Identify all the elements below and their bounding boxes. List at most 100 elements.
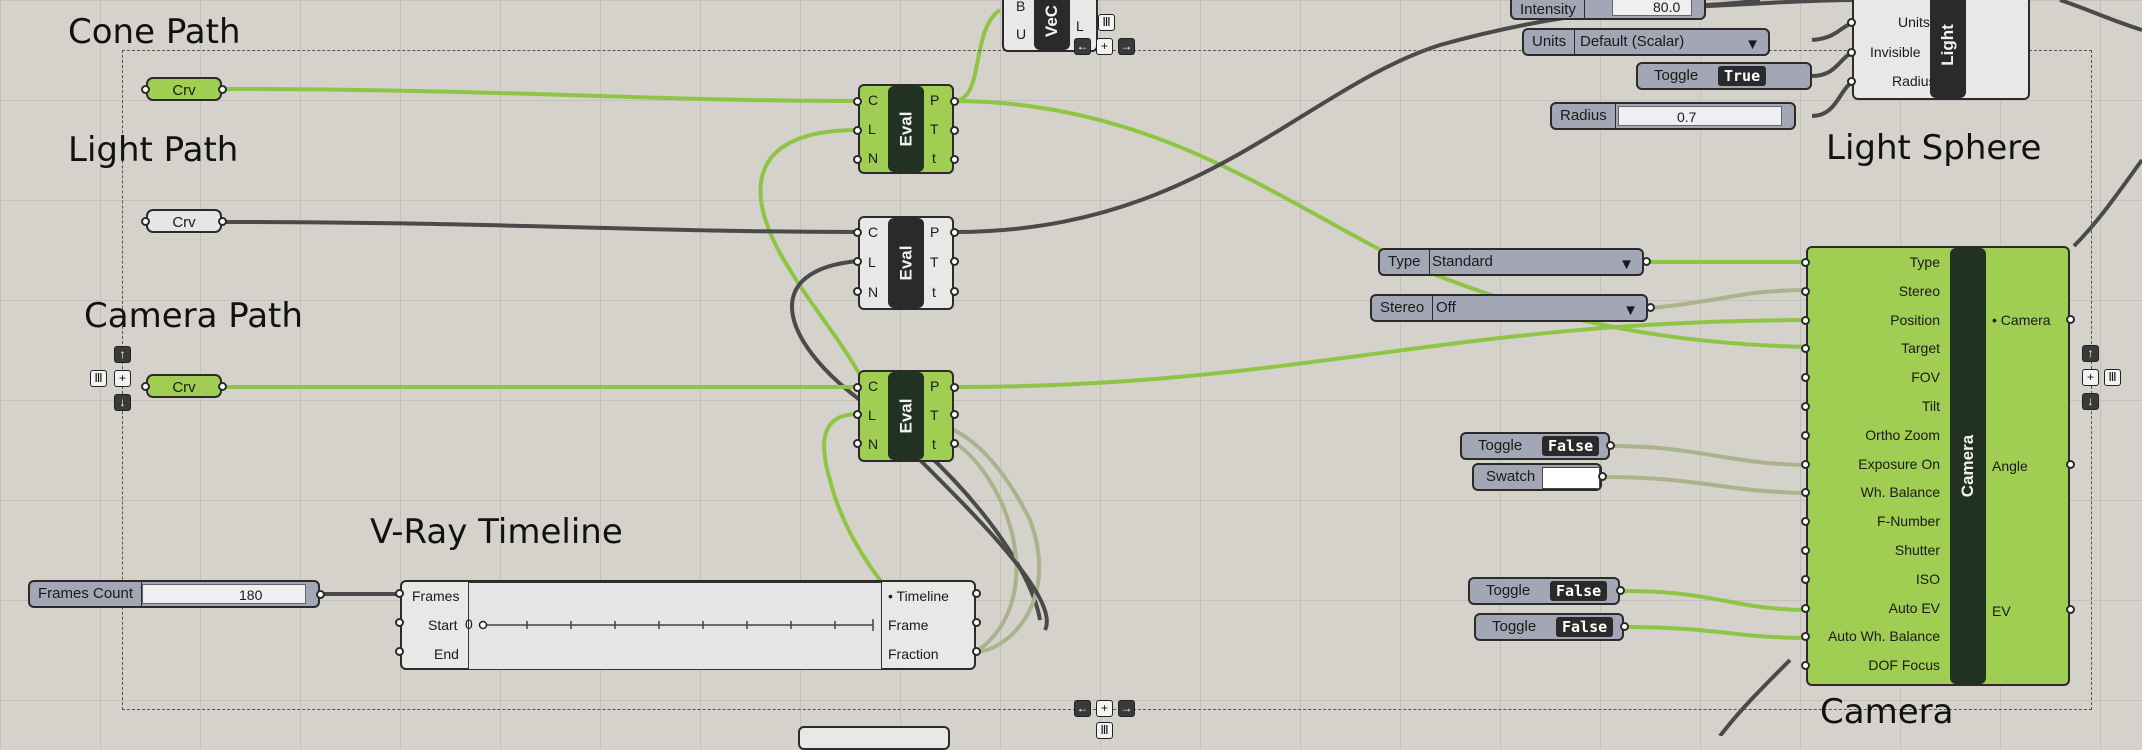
eval1-port-t[interactable] [950, 126, 959, 135]
camera-port-in-7[interactable] [1801, 459, 1810, 469]
camera-port-in-10[interactable] [1801, 546, 1810, 555]
crv-cone[interactable]: Crv [146, 77, 222, 101]
camera-port-in-3[interactable] [1801, 344, 1810, 354]
eval2-port-tp[interactable] [950, 287, 959, 296]
eval1-port-l[interactable] [853, 126, 862, 135]
eval2-port-l[interactable] [853, 257, 862, 266]
eval3-port-l[interactable] [853, 410, 862, 419]
plus-icon[interactable]: + [114, 370, 131, 387]
camera-port-in-8[interactable] [1801, 488, 1810, 498]
intensity-label: Intensity [1512, 0, 1585, 18]
camera-port-out-angle[interactable] [2066, 460, 2075, 469]
timeline-port-frames[interactable] [395, 589, 404, 598]
crv-camera[interactable]: Crv [146, 374, 222, 398]
type-dropdown[interactable]: Type Standard ▼ [1378, 248, 1644, 276]
list-icon[interactable]: Ⅲ [2104, 369, 2121, 386]
light-port-invisible[interactable] [1847, 48, 1856, 57]
eval-component-light[interactable]: C L N Eval P T t [858, 216, 954, 310]
camera-port-in-14[interactable] [1801, 661, 1810, 671]
crv-camera-port-in[interactable] [141, 382, 150, 391]
crv-cone-port-out[interactable] [218, 85, 227, 94]
eval2-port-n[interactable] [853, 287, 862, 296]
eval3-port-tp[interactable] [950, 439, 959, 448]
timeline-port-end[interactable] [395, 647, 404, 656]
timeline-track-area[interactable]: 0 [465, 582, 882, 670]
swatch-port[interactable] [1598, 472, 1607, 481]
arrow-right-icon[interactable]: → [1118, 38, 1135, 55]
camera-port-in-2[interactable] [1801, 315, 1810, 325]
toggle-label: Toggle [1492, 618, 1537, 635]
eval1-port-tp[interactable] [950, 155, 959, 164]
frames-port-out[interactable] [316, 590, 325, 599]
toggle-exposure-port[interactable] [1606, 441, 1615, 450]
plus-icon[interactable]: + [1096, 700, 1113, 717]
list-icon[interactable]: Ⅲ [90, 370, 107, 387]
arrow-down-icon[interactable]: ↓ [2082, 393, 2099, 410]
type-port-out[interactable] [1642, 257, 1651, 266]
camera-port-in-6[interactable] [1801, 430, 1810, 440]
eval3-port-c[interactable] [853, 383, 862, 392]
arrow-down-icon[interactable]: ↓ [114, 394, 131, 411]
intensity-track: 80.0 [1612, 0, 1692, 16]
camera-port-in-4[interactable] [1801, 373, 1810, 383]
camera-port-in-11[interactable] [1801, 574, 1810, 584]
eval1-port-c[interactable] [853, 97, 862, 106]
plus-icon[interactable]: + [2082, 369, 2099, 386]
plus-icon[interactable]: + [1096, 38, 1113, 55]
toggle-exposure[interactable]: Toggle False [1460, 432, 1610, 460]
toggle-true[interactable]: Toggle True [1636, 62, 1812, 90]
timeline-port-frame[interactable] [972, 618, 981, 627]
stereo-port-out[interactable] [1646, 303, 1655, 312]
title-vray-timeline: V-Ray Timeline [370, 512, 623, 552]
light-port-units[interactable] [1847, 18, 1856, 27]
camera-port-in-1[interactable] [1801, 286, 1810, 296]
camera-port-in-13[interactable] [1801, 632, 1810, 642]
arrow-left-icon[interactable]: ← [1074, 700, 1091, 717]
crv-light[interactable]: Crv [146, 209, 222, 233]
crv-camera-port-out[interactable] [218, 382, 227, 391]
camera-port-in-9[interactable] [1801, 517, 1810, 527]
stereo-dropdown[interactable]: Stereo Off ▼ [1370, 294, 1648, 322]
toggle-autowb-port[interactable] [1620, 622, 1629, 631]
timeline-port-start[interactable] [395, 618, 404, 627]
arrow-up-icon[interactable]: ↑ [114, 346, 131, 363]
eval3-port-p[interactable] [950, 383, 959, 392]
units-dropdown[interactable]: Units Default (Scalar) ▼ [1522, 28, 1770, 56]
camera-port-out-ev[interactable] [2066, 605, 2075, 614]
timeline-port-timeline[interactable] [972, 589, 981, 598]
camera-port-in-12[interactable] [1801, 603, 1810, 613]
eval3-port-n[interactable] [853, 439, 862, 448]
timeline-port-fraction[interactable] [972, 647, 981, 656]
frames-count-slider[interactable]: Frames Count 180 [28, 580, 320, 608]
list-icon[interactable]: Ⅲ [1098, 14, 1115, 31]
eval3-port-t[interactable] [950, 410, 959, 419]
crv-light-port-out[interactable] [218, 217, 227, 226]
crv-cone-port-in[interactable] [141, 85, 150, 94]
eval2-port-t[interactable] [950, 257, 959, 266]
partial-component-bottom[interactable] [798, 726, 950, 750]
swatch-whbalance[interactable]: Swatch [1472, 463, 1602, 491]
eval-component-camera[interactable]: C L N Eval P T t [858, 370, 954, 462]
eval-component-cone[interactable]: C L N Eval P T t [858, 84, 954, 174]
camera-port-in-5[interactable] [1801, 402, 1810, 411]
toggle-autowb[interactable]: Toggle False [1474, 613, 1624, 641]
toggle-autoev-port[interactable] [1616, 586, 1625, 595]
intensity-slider[interactable]: Intensity 80.0 [1510, 0, 1706, 20]
camera-port-in-0[interactable] [1801, 258, 1810, 267]
arrow-right-icon[interactable]: → [1118, 700, 1135, 717]
crv-light-port-in[interactable] [141, 217, 150, 226]
radius-slider[interactable]: Radius 0.7 [1550, 102, 1796, 130]
camera-port-out-camera[interactable] [2066, 315, 2075, 324]
light-port-radius[interactable] [1847, 77, 1856, 86]
eval1-port-n[interactable] [853, 155, 862, 164]
list-icon[interactable]: Ⅲ [1096, 722, 1113, 739]
arrow-up-icon[interactable]: ↑ [2082, 345, 2099, 362]
eval2-port-c[interactable] [853, 228, 862, 237]
eval1-port-p[interactable] [950, 97, 959, 106]
arrow-left-icon[interactable]: ← [1074, 38, 1091, 55]
toggle-autoev[interactable]: Toggle False [1468, 577, 1620, 605]
eval2-port-p[interactable] [950, 228, 959, 237]
vray-timeline-component[interactable]: Frames Start End 0 • Timeline Frame Frac… [400, 580, 976, 670]
light-component[interactable]: Units Invisible Radius Light [1852, 0, 2030, 100]
